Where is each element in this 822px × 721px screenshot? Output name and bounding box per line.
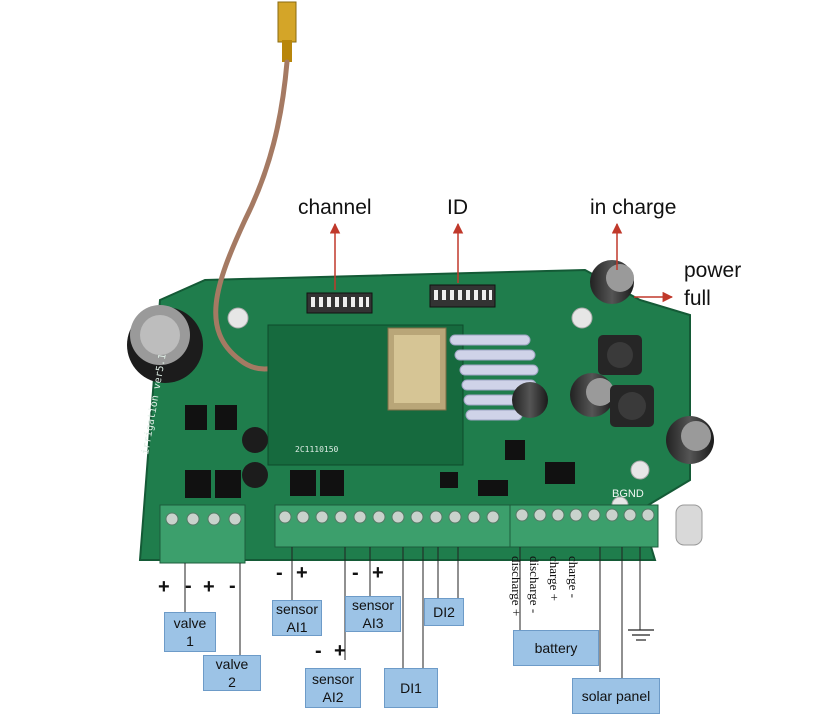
- label-discharge-minus: discharge -: [527, 556, 542, 614]
- ai3-minus: -: [352, 562, 359, 584]
- valve1-line2: 1: [186, 633, 194, 649]
- ai2-line1: sensor: [311, 671, 355, 687]
- label-id: ID: [447, 196, 468, 219]
- antenna-connector: [277, 1, 297, 43]
- module-code: 2C1110150: [295, 445, 339, 454]
- mount-hole: [571, 307, 593, 329]
- mount-hole: [630, 460, 650, 480]
- label-valve-2: valve 2: [203, 655, 261, 691]
- label-valve-1: valve 1: [164, 612, 216, 652]
- ai3-line1: sensor: [351, 597, 395, 613]
- leader-lines: [184, 547, 641, 678]
- silkscreen-bgnd: BGND: [612, 488, 644, 500]
- ai2-plus: +: [334, 640, 346, 662]
- antenna-cable: [213, 59, 290, 372]
- label-power: power: [684, 259, 742, 282]
- label-sensor-ai3: sensor AI3: [345, 596, 401, 632]
- valve1-plus: +: [158, 576, 170, 598]
- ai2-line2: AI2: [322, 689, 344, 705]
- label-in-charge: in charge: [590, 196, 677, 219]
- label-solar-panel: solar panel: [572, 678, 660, 714]
- label-sensor-ai2: sensor AI2: [305, 668, 361, 708]
- label-discharge-plus: discharge +: [509, 556, 524, 617]
- valve1-minus: -: [185, 575, 192, 597]
- ground-icon: [628, 629, 654, 641]
- label-channel: channel: [298, 196, 372, 219]
- fuse: [675, 504, 703, 546]
- valve1-line1: valve: [173, 615, 207, 631]
- capacitor: [512, 382, 548, 418]
- label-charge-plus: charge +: [547, 556, 562, 601]
- ai1-minus: -: [276, 562, 283, 584]
- label-battery: battery: [513, 630, 599, 666]
- capacitor: [242, 462, 268, 488]
- valve2-line2: 2: [228, 674, 236, 690]
- label-di2: DI2: [424, 598, 464, 626]
- ai1-line2: AI1: [286, 619, 308, 635]
- label-full: full: [684, 287, 711, 310]
- valve2-plus: +: [203, 576, 215, 598]
- ai1-line1: sensor: [275, 601, 319, 617]
- ai1-plus: +: [296, 562, 308, 584]
- ai2-minus: -: [315, 640, 322, 662]
- valve2-line1: valve: [215, 656, 249, 672]
- valve2-minus: -: [229, 575, 236, 597]
- capacitor: [242, 427, 268, 453]
- mount-hole: [227, 307, 249, 329]
- label-sensor-ai1: sensor AI1: [272, 600, 322, 636]
- dip-switch-channel: [306, 292, 373, 314]
- dip-switch-id: [429, 284, 496, 308]
- label-charge-minus: charge -: [566, 556, 581, 598]
- ai3-line2: AI3: [362, 615, 384, 631]
- label-di1: DI1: [384, 668, 438, 708]
- ai3-plus: +: [372, 562, 384, 584]
